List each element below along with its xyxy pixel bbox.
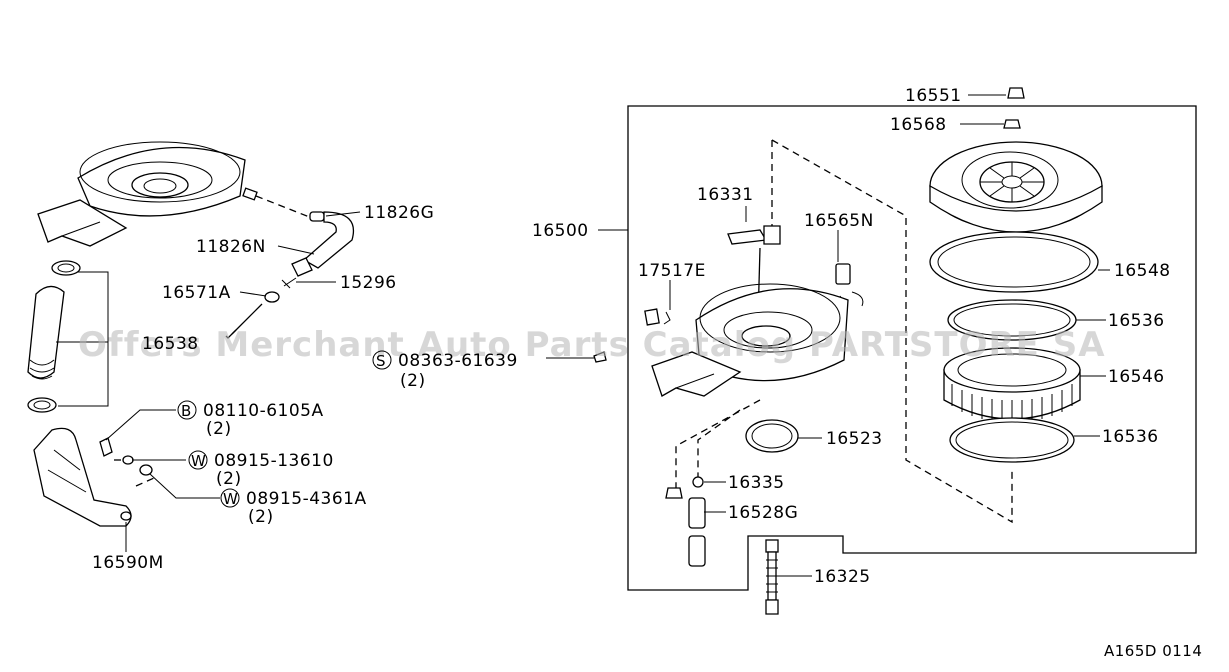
b-symbol: B bbox=[181, 402, 192, 420]
label-08110-qty: (2) bbox=[206, 419, 232, 439]
label-16565N: 16565N bbox=[804, 211, 874, 231]
label-16551: 16551 bbox=[905, 86, 962, 106]
leader-lines bbox=[105, 94, 1110, 577]
part-labels: 16551 16568 16331 16565N 16500 16548 175… bbox=[92, 86, 1202, 660]
label-16538: 16538 bbox=[142, 334, 199, 354]
s-symbol-circle bbox=[372, 350, 392, 370]
label-08363-qty: (2) bbox=[400, 371, 426, 391]
watermark-text: Offers Merchant Auto Parts Catalog PARTS… bbox=[78, 325, 1106, 365]
label-08915-4361A-qty: (2) bbox=[248, 507, 274, 527]
label-17517E: 17517E bbox=[638, 261, 706, 281]
label-16568: 16568 bbox=[890, 115, 947, 135]
w-symbol-1: W bbox=[191, 452, 206, 470]
label-15296: 15296 bbox=[340, 273, 397, 293]
label-16571A: 16571A bbox=[162, 283, 231, 303]
label-08915-4361A: 08915-4361A bbox=[246, 489, 367, 509]
s-symbol: S bbox=[376, 352, 386, 370]
label-16536-lower: 16536 bbox=[1102, 427, 1159, 447]
label-08363-61639: 08363-61639 bbox=[398, 351, 518, 371]
w-symbol-circle-2 bbox=[220, 488, 240, 508]
diagram-code: A165D 0114 bbox=[1104, 642, 1202, 660]
label-16335: 16335 bbox=[728, 473, 785, 493]
label-16590M: 16590M bbox=[92, 553, 164, 573]
w-symbol-2: W bbox=[223, 490, 238, 508]
label-08915-13610: 08915-13610 bbox=[214, 451, 334, 471]
b-symbol-circle bbox=[177, 400, 197, 420]
label-16536-upper: 16536 bbox=[1108, 311, 1165, 331]
label-16548: 16548 bbox=[1114, 261, 1171, 281]
label-11826N: 11826N bbox=[196, 237, 266, 257]
right-air-cleaner-assembly bbox=[593, 87, 1103, 615]
w-symbol-circle-1 bbox=[188, 450, 208, 470]
label-16546: 16546 bbox=[1108, 367, 1165, 387]
assembly-frame bbox=[627, 105, 1197, 591]
label-16331: 16331 bbox=[697, 185, 754, 205]
label-16325: 16325 bbox=[814, 567, 871, 587]
label-08110-6105A: 08110-6105A bbox=[203, 401, 324, 421]
label-16528G: 16528G bbox=[728, 503, 798, 523]
left-air-cleaner-assembly bbox=[27, 141, 354, 527]
label-08915-13610-qty: (2) bbox=[216, 469, 242, 489]
label-16500: 16500 bbox=[532, 221, 589, 241]
label-11826G: 11826G bbox=[364, 203, 434, 223]
label-16523: 16523 bbox=[826, 429, 883, 449]
